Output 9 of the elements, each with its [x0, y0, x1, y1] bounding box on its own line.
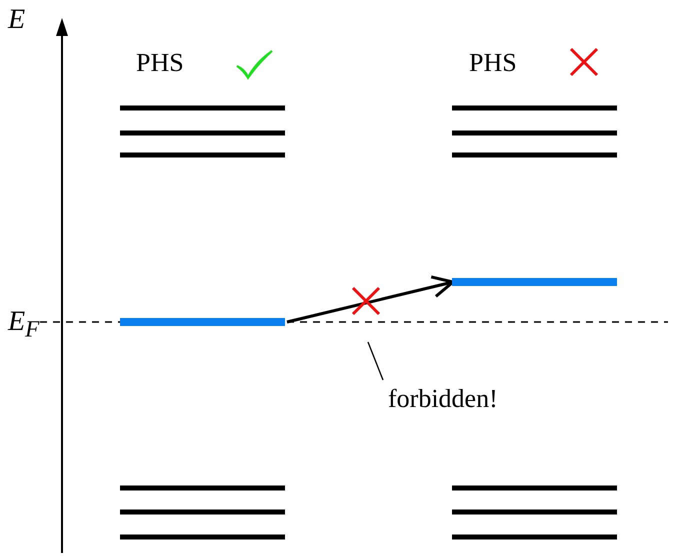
axis-label: E$_{F}$ — [8, 308, 40, 342]
axis-label: E — [8, 6, 26, 34]
energy-level — [120, 318, 285, 326]
arrow — [286, 275, 454, 324]
column-label: PHS — [469, 50, 517, 76]
leader-line — [367, 342, 384, 380]
annotation-text: forbidden! — [388, 386, 498, 412]
column-label: PHS — [136, 50, 184, 76]
energy-level — [452, 278, 617, 286]
